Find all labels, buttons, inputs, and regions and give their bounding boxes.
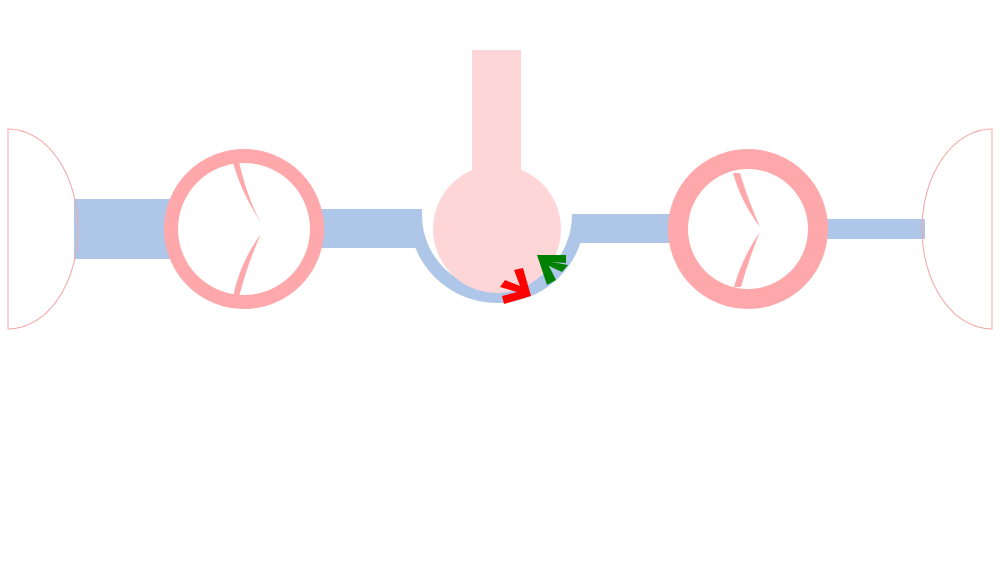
central-chamber xyxy=(433,50,561,293)
right-valve-leaflet-upper xyxy=(733,173,760,227)
channel-left-inlet xyxy=(74,199,174,259)
channel-right-outlet xyxy=(823,219,925,239)
left-valve-leaflet-upper xyxy=(233,162,261,223)
channel-left-to-chamber xyxy=(318,209,422,248)
right-valve xyxy=(668,149,828,309)
chamber-bulb-icon xyxy=(433,165,561,293)
left-end-cap-icon xyxy=(7,128,79,330)
right-valve-ring-icon xyxy=(668,149,828,309)
left-valve xyxy=(164,149,324,309)
left-valve-leaflet-lower xyxy=(233,234,261,297)
channels xyxy=(74,199,925,303)
right-end-cap-icon xyxy=(921,128,993,330)
right-valve-leaflet-lower xyxy=(734,232,760,287)
forward-flow-arrow-icon xyxy=(500,268,531,304)
backward-flow-arrow-icon xyxy=(537,255,568,285)
channel-chamber-to-right xyxy=(572,214,672,243)
left-valve-ring-icon xyxy=(164,149,324,309)
chamber-bowl xyxy=(409,215,585,303)
